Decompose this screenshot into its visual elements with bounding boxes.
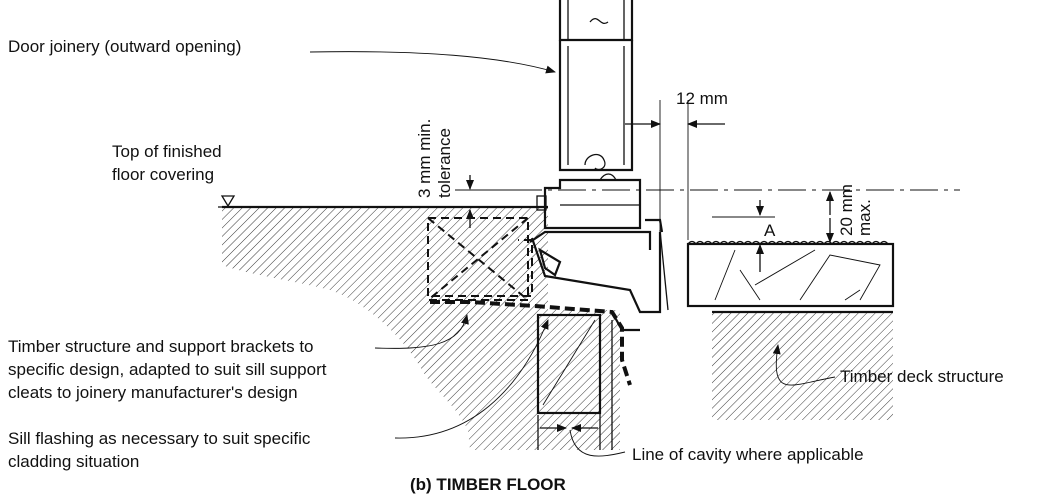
label-sill-flashing-line1: Sill flashing as necessary to suit speci…	[8, 429, 311, 448]
label-dim-20mm-line2: max.	[855, 199, 874, 236]
label-timber-structure-line1: Timber structure and support brackets to	[8, 337, 314, 356]
timber-deck-board	[686, 242, 895, 308]
door-joinery-profile	[529, 0, 669, 314]
label-tolerance-line2: tolerance	[435, 128, 454, 198]
deck-grooves	[687, 240, 889, 246]
label-line-of-cavity: Line of cavity where applicable	[632, 445, 864, 464]
level-marker-icon	[220, 195, 236, 208]
label-sill-flashing-line2: cladding situation	[8, 452, 139, 471]
label-dim-12mm: 12 mm	[676, 89, 728, 108]
label-tolerance-line1: 3 mm min.	[415, 119, 434, 198]
deck-structure-hatch	[712, 312, 893, 420]
floor-substrate-hatch	[222, 207, 620, 450]
label-point-a: A	[764, 221, 776, 240]
drawing-caption: (b) TIMBER FLOOR	[410, 475, 566, 494]
label-top-finished-line2: floor covering	[112, 165, 214, 184]
label-timber-deck: Timber deck structure	[840, 367, 1004, 386]
label-timber-structure-line3: cleats to joinery manufacturer's design	[8, 383, 298, 402]
label-timber-structure-line2: specific design, adapted to suit sill su…	[8, 360, 327, 379]
label-top-finished-line1: Top of finished	[112, 142, 222, 161]
label-door-joinery: Door joinery (outward opening)	[8, 37, 241, 56]
label-dim-20mm-line1: 20 mm	[837, 184, 856, 236]
